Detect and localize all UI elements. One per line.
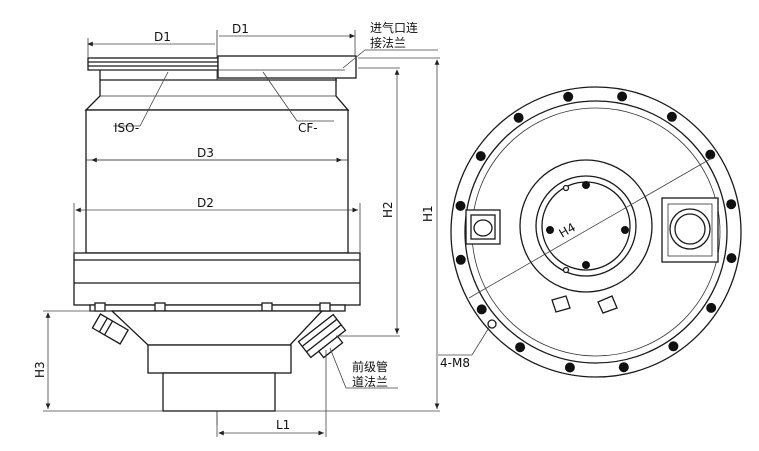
iso-label: ISO-	[114, 121, 139, 135]
rim-bolt	[668, 341, 679, 352]
rim-bolt	[618, 362, 629, 373]
rim-bolt	[726, 199, 737, 210]
cf-label: CF-	[298, 121, 318, 135]
left-side-port	[91, 313, 130, 345]
foreline-flange	[297, 313, 347, 359]
rim-bolt	[455, 200, 466, 211]
h1-label: H1	[421, 205, 435, 222]
rim-bolt	[475, 151, 486, 162]
inlet-flange-note-line2: 接法兰	[370, 35, 406, 50]
rim-bolt	[726, 253, 737, 264]
h3-label: H3	[33, 361, 47, 378]
h2-label: H2	[381, 201, 395, 218]
rim-bolt	[513, 112, 524, 123]
d1-right-label: D1	[232, 22, 249, 36]
foreline-flange-note-line2: 道法兰	[352, 375, 388, 389]
side-view: D1 D1 进气口连 接法兰 ISO- CF- D3 D2 H1 H2	[33, 20, 440, 437]
pump-base	[73, 252, 361, 312]
rim-bolt	[563, 91, 574, 102]
d3-label: D3	[197, 146, 214, 160]
bottom-connectors	[551, 295, 618, 314]
rim-bolt	[564, 362, 575, 373]
foreline-flange-note-line1: 前级管	[352, 359, 388, 374]
pump-neck	[84, 79, 350, 111]
rim-bolt	[666, 111, 677, 122]
d2-label: D2	[197, 196, 214, 210]
bottom-housing	[110, 310, 324, 412]
outer-flange-circle	[450, 86, 742, 378]
rim-bolt	[706, 302, 717, 313]
rim-bolt	[617, 91, 628, 102]
rim-bolt	[515, 342, 526, 353]
rim-bolts	[455, 91, 737, 373]
hub-bolts	[546, 181, 629, 274]
l1-label: L1	[276, 418, 290, 432]
top-view: H4 4-M8	[438, 86, 742, 378]
inlet-flange-note-line1: 进气口连	[370, 20, 418, 35]
right-port-top	[661, 197, 719, 263]
rim-bolt	[476, 304, 487, 315]
hub-outer-circle	[519, 159, 653, 293]
rim-bolt	[705, 149, 716, 160]
bolt-spec-label: 4-M8	[440, 356, 470, 370]
rim-bolt	[455, 254, 466, 265]
inlet-flange	[87, 55, 357, 82]
d1-left-label: D1	[154, 30, 171, 44]
left-port-top	[465, 209, 501, 245]
